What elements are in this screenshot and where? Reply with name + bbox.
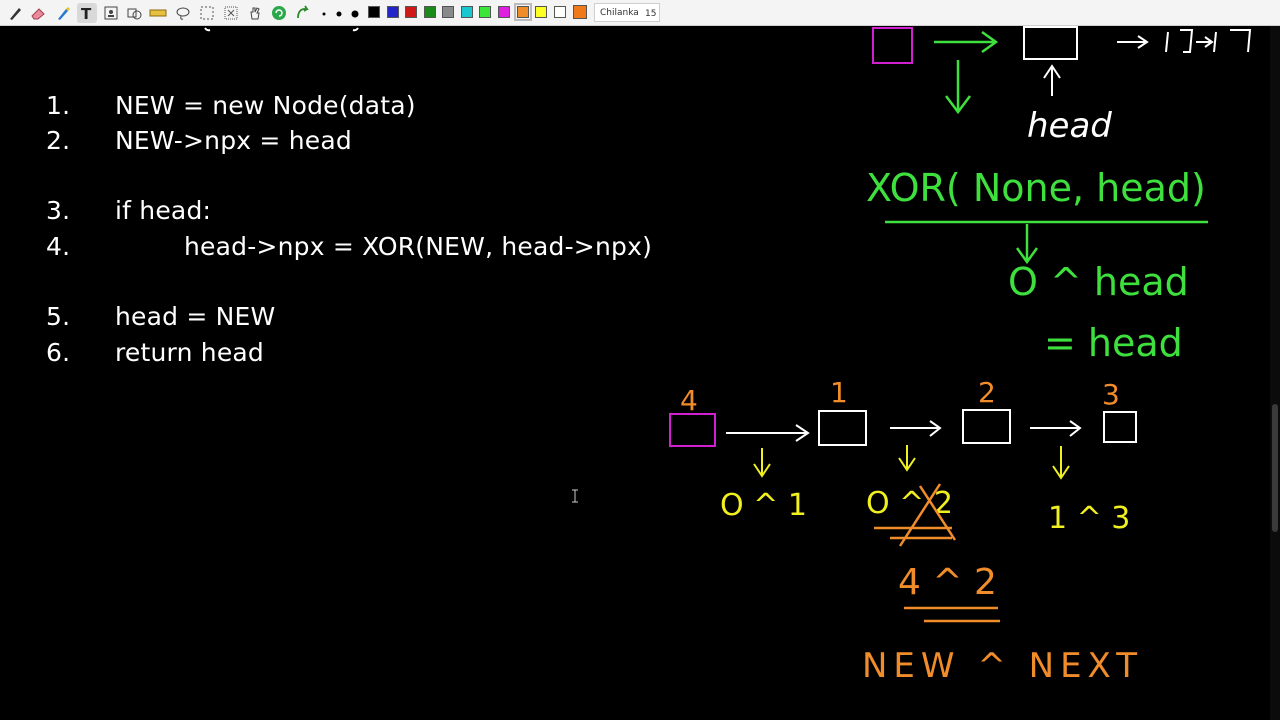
vertical-scrollbar[interactable] <box>1270 26 1280 720</box>
arrow-icon <box>1117 35 1149 49</box>
lasso-icon[interactable] <box>173 3 193 23</box>
color-orange-swatch[interactable] <box>514 3 532 21</box>
text-cursor-icon <box>572 489 578 503</box>
current-color-swatch[interactable] <box>573 5 587 19</box>
equals-head-note: = head <box>1044 321 1183 365</box>
color-cyan-swatch[interactable] <box>461 6 473 18</box>
shapes-icon[interactable] <box>124 3 144 23</box>
color-yellow-swatch[interactable] <box>535 6 547 18</box>
code-line: if head: <box>115 196 212 225</box>
new-node-box <box>872 27 913 64</box>
xor-0-1-note: O ^ 1 <box>720 488 807 523</box>
xor-4-2-note: 4 ^ 2 <box>898 562 997 603</box>
stamp-icon[interactable] <box>101 3 121 23</box>
new-xor-next-note: NEW ^ NEXT <box>862 646 1143 686</box>
code-line: head = NEW <box>115 302 276 331</box>
node-label-2: 2 <box>978 376 996 409</box>
hand-icon[interactable] <box>245 3 265 23</box>
arrow-icon <box>890 420 942 437</box>
line-number: 4. <box>46 232 71 261</box>
arrow-icon <box>726 424 810 442</box>
large-dot-icon[interactable] <box>346 3 366 23</box>
strike-through-mark <box>874 483 957 547</box>
color-green-swatch[interactable] <box>424 6 436 18</box>
color-magenta-swatch[interactable] <box>498 6 510 18</box>
arrow-icon <box>934 30 999 54</box>
highlighter-icon[interactable] <box>53 3 73 23</box>
arrow-icon <box>1052 446 1070 480</box>
arrow-icon <box>1030 420 1082 437</box>
arrow-icon <box>945 60 971 115</box>
xor-1-3-note: 1 ^ 3 <box>1048 501 1130 536</box>
code-line: head->npx = XOR(NEW, head->npx) <box>184 232 653 261</box>
undo-icon[interactable] <box>269 3 289 23</box>
drawing-toolbar: T Chilanka 15 <box>0 0 1280 26</box>
node-box-1 <box>818 410 867 446</box>
ruler-icon[interactable] <box>148 3 168 23</box>
font-name: Chilanka <box>600 8 639 18</box>
svg-text:T: T <box>81 5 92 23</box>
crop-select-icon[interactable] <box>221 3 241 23</box>
color-lime-swatch[interactable] <box>479 6 491 18</box>
font-selector[interactable]: Chilanka 15 <box>594 3 660 22</box>
code-line: NEW->npx = head <box>115 126 352 155</box>
arrow-icon <box>1043 64 1061 96</box>
line-number: 5. <box>46 302 71 331</box>
font-size: 15 <box>645 9 657 19</box>
arrow-icon <box>898 445 916 472</box>
eraser-icon[interactable] <box>28 3 48 23</box>
xor-note: XOR( None, head) <box>866 166 1206 210</box>
arrow-icon <box>1015 224 1039 265</box>
text-tool-icon[interactable]: T <box>77 3 97 23</box>
node-label-3: 3 <box>1102 378 1120 411</box>
line-number: 2. <box>46 126 71 155</box>
line-number: 1. <box>46 91 71 120</box>
redo-icon[interactable] <box>293 3 313 23</box>
code-line: NEW = new Node(data) <box>115 91 416 120</box>
small-dot-icon[interactable] <box>316 3 336 23</box>
medium-dot-icon[interactable] <box>330 3 350 23</box>
scrollbar-thumb[interactable] <box>1272 404 1278 532</box>
node-box-2 <box>962 409 1011 444</box>
node-box-3 <box>1103 411 1137 443</box>
code-line: return head <box>115 338 265 367</box>
color-black-swatch[interactable] <box>368 6 380 18</box>
color-red-swatch[interactable] <box>405 6 417 18</box>
zero-xor-head-note: O ^ head <box>1008 260 1189 304</box>
node-label-4: 4 <box>680 384 698 417</box>
head-node-box <box>1023 26 1078 60</box>
line-number: 6. <box>46 338 71 367</box>
arrow-icon <box>753 448 771 478</box>
color-white-swatch[interactable] <box>554 6 566 18</box>
node-label-1: 1 <box>830 376 848 409</box>
head-label: head <box>1027 106 1112 146</box>
select-area-icon[interactable] <box>197 3 217 23</box>
color-gray-swatch[interactable] <box>442 6 454 18</box>
new-node-box <box>669 413 716 447</box>
color-blue-swatch[interactable] <box>387 6 399 18</box>
line-number: 3. <box>46 196 71 225</box>
pen-icon[interactable] <box>5 3 25 23</box>
